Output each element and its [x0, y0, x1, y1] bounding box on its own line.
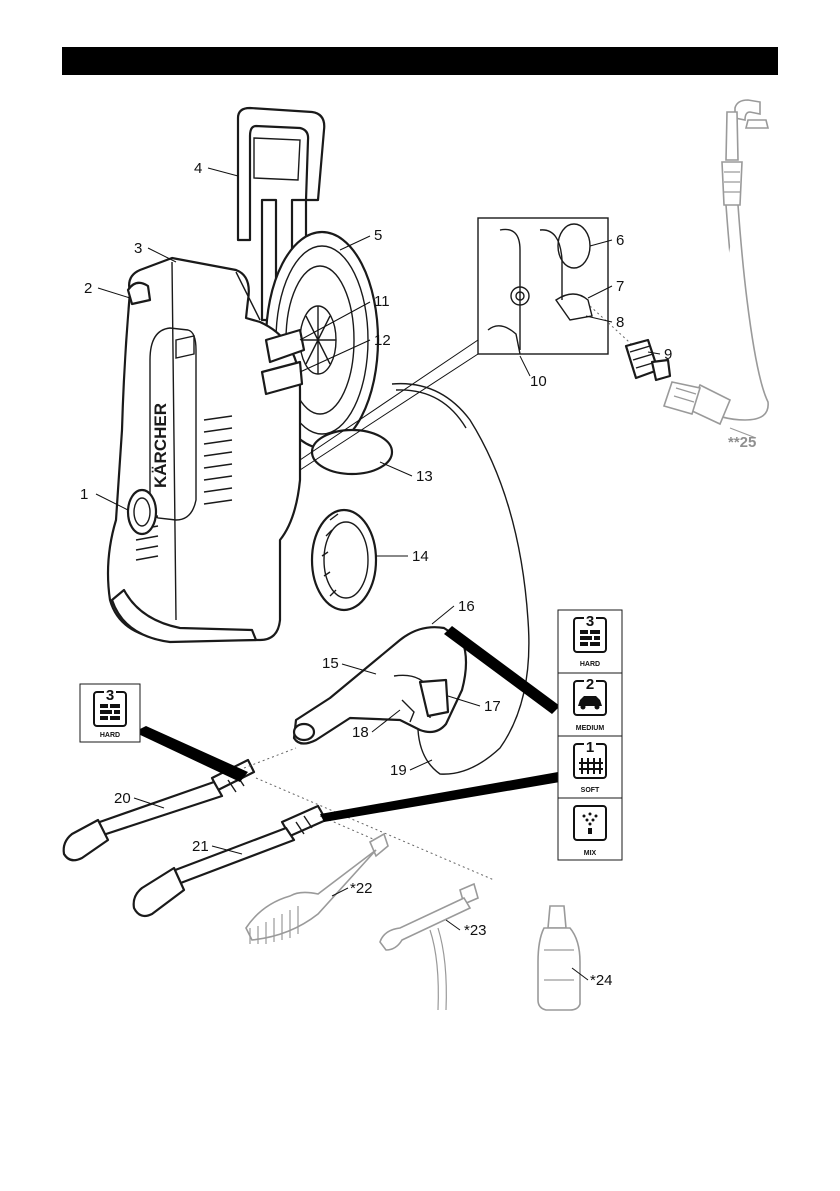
detergent-bottle: [538, 906, 580, 1010]
callout-25: **25: [728, 434, 756, 451]
callout-11: 11: [374, 293, 390, 310]
water-tap-and-hose: [664, 100, 768, 424]
callout-24: *24: [590, 972, 613, 989]
callout-17: 17: [484, 698, 501, 715]
callout-14: 14: [412, 548, 429, 565]
callout-23: *23: [464, 922, 487, 939]
callout-21: 21: [192, 838, 209, 855]
badge-label: SOFT: [581, 787, 600, 794]
callout-19: 19: [390, 762, 407, 779]
callout-12: 12: [374, 332, 391, 349]
callout-10: 10: [530, 373, 547, 390]
foam-nozzle: [380, 884, 478, 1010]
callout-18: 18: [352, 724, 369, 741]
callout-22: *22: [350, 880, 373, 897]
badge-label: MEDIUM: [576, 725, 605, 732]
callout-8: 8: [616, 314, 624, 331]
callout-5: 5: [374, 227, 382, 244]
badge-level: 2: [586, 676, 594, 693]
callout-4: 4: [194, 160, 202, 177]
callout-20: 20: [114, 790, 131, 807]
badge-level: 3: [106, 687, 114, 704]
badge-level: 3: [586, 613, 594, 630]
badge-label: MIX: [584, 850, 597, 857]
brick-wall-icon: [100, 704, 120, 720]
callout-9: 9: [664, 346, 672, 363]
callout-1: 1: [80, 486, 88, 503]
callout-3: 3: [134, 240, 142, 257]
badge-hard-left: 3 HARD: [80, 684, 248, 782]
callout-15: 15: [322, 655, 339, 672]
badge-label: HARD: [580, 661, 600, 668]
brick-wall-icon: [580, 630, 600, 646]
badge-level: 1: [586, 739, 594, 756]
callout-16: 16: [458, 598, 475, 615]
callout-2: 2: [84, 280, 92, 297]
pressure-washer-body: KÄRCHER: [108, 108, 392, 642]
callout-7: 7: [616, 278, 624, 295]
brand-logo: KÄRCHER: [151, 403, 170, 488]
badge-label: HARD: [100, 732, 120, 739]
callout-6: 6: [616, 232, 624, 249]
callout-13: 13: [416, 468, 433, 485]
